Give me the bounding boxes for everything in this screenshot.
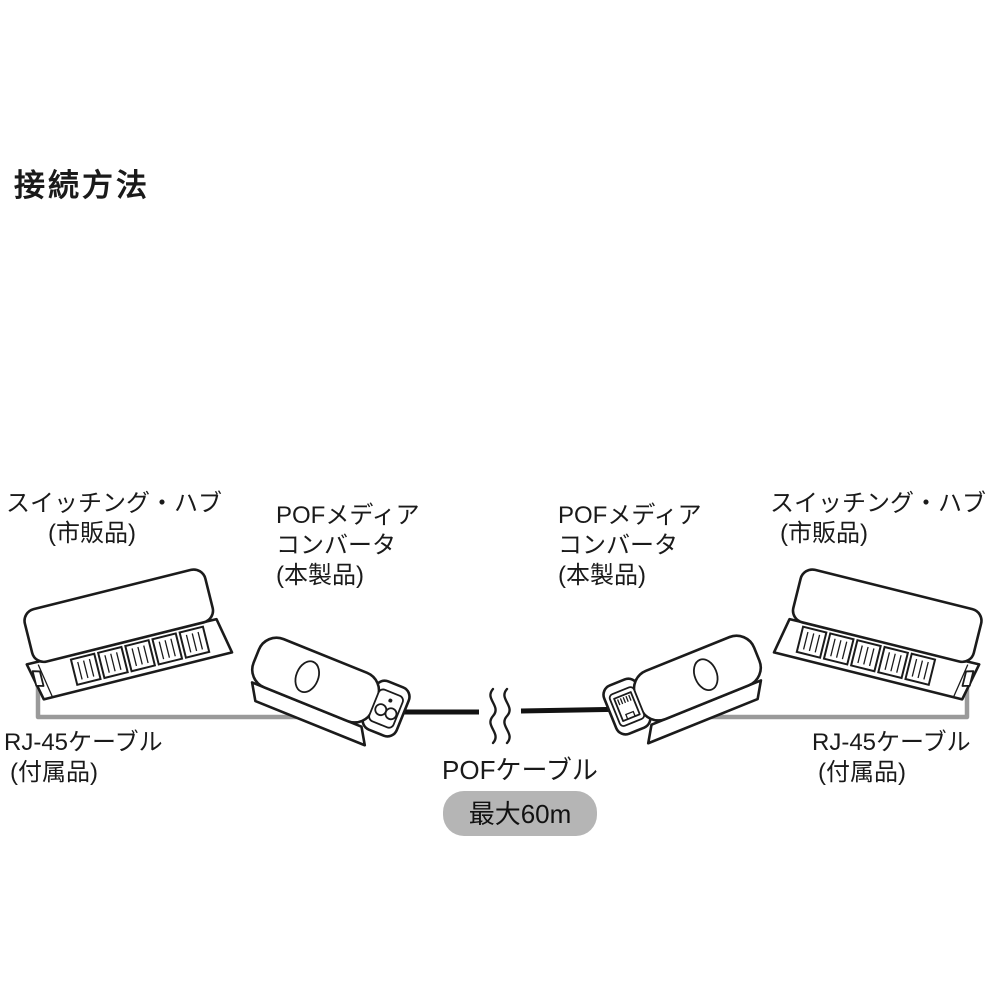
label-line: (本製品) xyxy=(276,562,364,589)
label-switching-hub-left: スイッチング・ハブ (市販品) xyxy=(6,489,222,549)
max-length-badge-wrap: 最大60m xyxy=(370,791,670,836)
label-rj45-cable-right: RJ-45ケーブル (付属品) xyxy=(812,728,971,788)
switching-hub-right-drawing xyxy=(774,565,992,701)
cable-break-mark xyxy=(503,687,511,745)
label-line: RJ-45ケーブル xyxy=(4,729,163,756)
label-switching-hub-right: スイッチング・ハブ (市販品) xyxy=(770,489,986,549)
pof-converter-right-drawing xyxy=(599,628,774,754)
pof-optical-connector xyxy=(368,688,404,729)
label-line: コンバータ xyxy=(558,532,678,559)
label-line: (市販品) xyxy=(780,520,868,547)
label-line: スイッチング・ハブ xyxy=(770,490,986,517)
label-line: (本製品) xyxy=(558,562,646,589)
rj45-jack xyxy=(608,686,646,727)
switching-hub-left-drawing xyxy=(14,565,232,701)
label-line: コンバータ xyxy=(276,532,396,559)
pof-converter-left-drawing xyxy=(239,630,414,756)
label-line: POFメディア xyxy=(276,502,420,529)
label-rj45-cable-left: RJ-45ケーブル (付属品) xyxy=(4,728,163,788)
label-line: (付属品) xyxy=(10,759,98,786)
label-pof-converter-left: POFメディア コンバータ (本製品) xyxy=(276,501,420,591)
label-pof-converter-right: POFメディア コンバータ (本製品) xyxy=(558,501,702,591)
label-line: (付属品) xyxy=(818,759,906,786)
max-length-badge: 最大60m xyxy=(442,791,598,836)
page-title: 接続方法 xyxy=(14,168,150,203)
label-line: スイッチング・ハブ xyxy=(6,490,222,517)
label-line: POFメディア xyxy=(558,502,702,529)
label-line: RJ-45ケーブル xyxy=(812,729,971,756)
label-line: (市販品) xyxy=(48,520,136,547)
label-pof-cable: POFケーブル xyxy=(442,755,598,785)
cable-break-mark xyxy=(489,687,497,745)
